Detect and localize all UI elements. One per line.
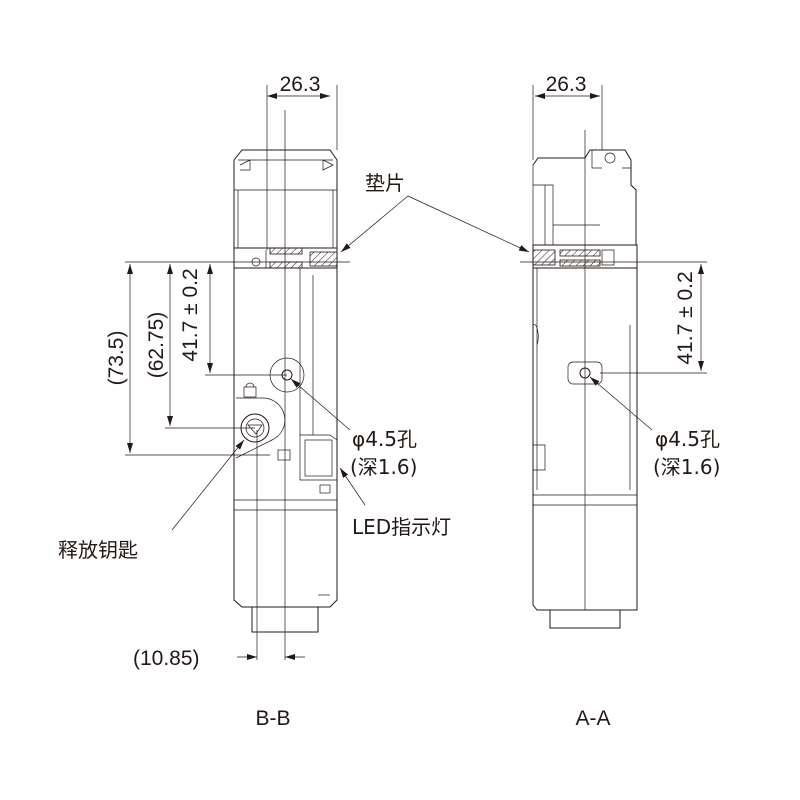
view-b-b: 26.3 (73.5) (62.75) 41.7 ± 0.2 (10.85) φ… [58,73,451,730]
gasket-label: 垫片 [365,171,405,195]
lock-icon [243,386,257,398]
view-title-bb: B-B [255,707,290,730]
main-body [233,268,338,608]
led-indicator [299,434,338,481]
view-a-a: 26.3 41.7 ± 0.2 φ4.5孔 (深1.6) A-A [520,73,720,730]
dimension-62-75: (62.75) [145,312,168,379]
width-dimension-bb: 26.3 [280,73,321,96]
view-title-aa: A-A [575,707,610,730]
unlock-icon [277,449,291,461]
dimension-41-7: 41.7 ± 0.2 [179,268,202,361]
top-cap [233,149,338,249]
dimension-73-5: (73.5) [105,331,128,386]
hole-label-bb: φ4.5孔 [352,427,417,451]
release-key-label: 释放钥匙 [58,538,138,562]
top-latch [532,149,637,245]
main-body-aa [532,268,638,611]
hole-depth-bb: (深1.6) [350,455,417,479]
hole-label-aa: φ4.5孔 [655,427,720,451]
dimension-41-7-aa: 41.7 ± 0.2 [674,271,697,364]
bottom-stub-aa [549,610,621,629]
dimension-10-85: (10.85) [133,647,200,670]
hole-depth-aa: (深1.6) [653,455,720,479]
led-label: LED指示灯 [352,515,451,539]
width-dimension-aa: 26.3 [546,73,587,96]
